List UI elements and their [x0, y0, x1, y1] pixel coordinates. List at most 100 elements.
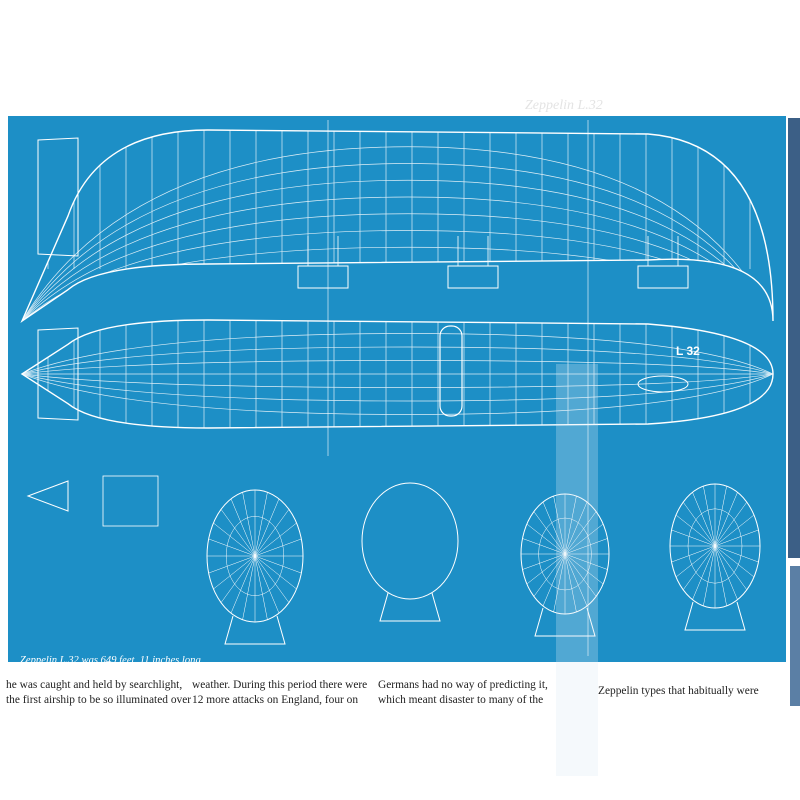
- spoke: [714, 545, 748, 590]
- spoke: [682, 502, 716, 547]
- spoke: [220, 555, 256, 603]
- spoke: [692, 545, 716, 600]
- longeron-line: [22, 196, 773, 321]
- spoke: [703, 486, 716, 547]
- spoke: [553, 495, 566, 555]
- text-line: he was caught and held by searchlight,: [6, 679, 183, 691]
- spoke: [542, 501, 566, 555]
- spoke: [254, 555, 280, 614]
- rear-view-section: [206, 489, 304, 645]
- gondola: [637, 265, 689, 289]
- spoke: [714, 545, 755, 578]
- cross-section-a: [361, 482, 459, 622]
- spoke: [692, 492, 716, 547]
- spoke: [671, 529, 716, 547]
- longeron-line: [22, 333, 773, 375]
- spoke: [526, 523, 566, 555]
- plan-gondola: [439, 325, 463, 417]
- spoke: [230, 555, 256, 614]
- spoke: [675, 545, 716, 578]
- ring: [538, 517, 592, 591]
- spoke: [682, 545, 716, 590]
- section-outline: [361, 482, 459, 600]
- front-view-section: [669, 483, 761, 631]
- adjacent-photo-edge-lower: [790, 566, 800, 706]
- cross-section-b: [520, 493, 610, 637]
- spoke: [220, 509, 256, 557]
- text-line: 12 more attacks on England, four on: [192, 694, 359, 706]
- spoke: [526, 553, 566, 585]
- spoke: [254, 555, 297, 590]
- adjacent-photo-edge: [788, 118, 800, 558]
- spoke: [254, 555, 268, 620]
- spoke: [254, 509, 290, 557]
- ring: [687, 508, 743, 584]
- spoke: [564, 511, 597, 555]
- page-fold-strip: [556, 364, 598, 776]
- article-column-1: he was caught and held by searchlight, t…: [6, 678, 191, 708]
- spoke: [533, 553, 566, 597]
- spoke: [714, 545, 738, 600]
- spoke: [242, 492, 256, 557]
- plan-gondola-front: [637, 375, 689, 393]
- tail-detail: [26, 480, 69, 512]
- spoke: [254, 555, 302, 574]
- section-gondola: [684, 601, 746, 631]
- spoke: [564, 553, 588, 607]
- spoke: [208, 538, 256, 557]
- hull-marking: L 32: [676, 344, 700, 358]
- text-line: weather. During this period there were: [192, 679, 368, 691]
- fin-detail: [102, 475, 159, 527]
- spoke: [564, 538, 608, 555]
- article-column-2: weather. During this period there were 1…: [192, 678, 367, 708]
- longeron-line: [22, 163, 773, 321]
- side-view-hull-grid: [22, 130, 773, 321]
- section-gondola: [224, 615, 286, 645]
- longeron-line: [22, 373, 773, 402]
- spoke: [254, 522, 297, 557]
- airship-blueprint-drawing: [20, 120, 774, 656]
- section-gondola: [534, 607, 596, 637]
- spoke: [714, 486, 727, 547]
- spoke: [714, 545, 727, 606]
- spoke: [703, 545, 716, 606]
- spoke: [254, 492, 268, 557]
- spoke: [254, 555, 290, 603]
- longeron-line: [22, 346, 773, 375]
- longeron-line: [22, 230, 773, 321]
- spoke: [242, 555, 256, 620]
- longeron-line: [22, 373, 773, 388]
- article-column-3: Germans had no way of predicting it, whi…: [378, 678, 548, 708]
- spoke: [564, 495, 577, 555]
- spoke: [671, 545, 716, 563]
- longeron-line: [22, 146, 773, 321]
- spoke: [564, 553, 608, 570]
- spoke: [564, 553, 604, 585]
- side-view-hull-tail-fin: [37, 137, 79, 257]
- spoke: [714, 492, 738, 547]
- plan-view-hull-grid: [22, 320, 773, 428]
- spoke: [254, 498, 280, 557]
- spoke: [564, 501, 588, 555]
- text-line: the first airship to be so illuminated o…: [6, 694, 192, 706]
- blueprint-plate: L 32 Zeppelin L.32 was 649 feet, 11 inch…: [8, 116, 786, 776]
- spoke: [553, 553, 566, 613]
- spoke: [564, 523, 604, 555]
- spoke: [230, 498, 256, 557]
- spoke: [533, 511, 566, 555]
- gondola: [447, 265, 499, 289]
- spoke: [714, 529, 759, 547]
- longeron-line: [22, 246, 773, 321]
- side-view-hull-outline: [20, 129, 774, 323]
- plan-view-hull-tail-fin: [37, 327, 79, 421]
- blueprint-caption: Zeppelin L.32 was 649 feet, 11 inches lo…: [20, 655, 217, 739]
- margin-handwriting: Zeppelin L.32: [525, 98, 603, 113]
- text-line: which meant disaster to many of the: [378, 694, 544, 706]
- ring: [225, 516, 285, 596]
- spoke: [254, 538, 302, 557]
- plan-view-hull-outline: [20, 319, 774, 429]
- section-gondola: [379, 592, 441, 622]
- article-column-4: Zeppelin types that habitually were: [598, 684, 759, 699]
- spoke: [714, 502, 748, 547]
- spoke: [714, 514, 755, 547]
